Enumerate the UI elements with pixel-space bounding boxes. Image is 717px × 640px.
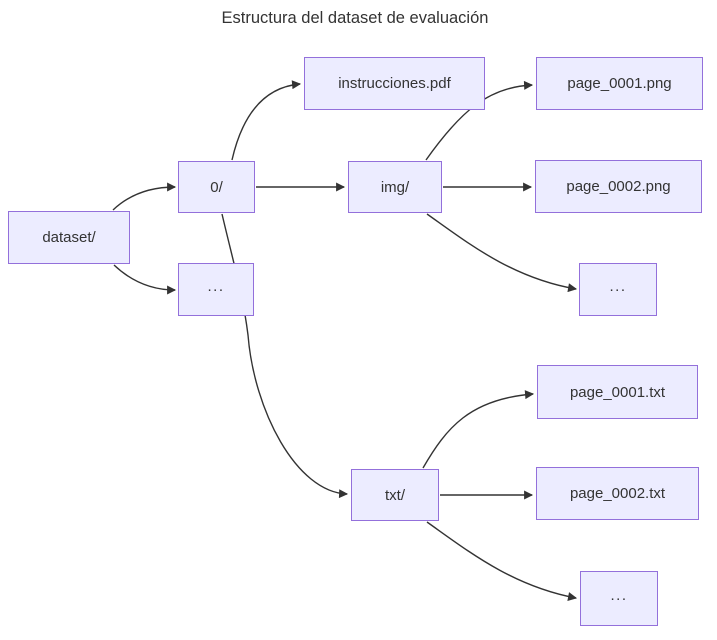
node-img: img/ [348, 161, 442, 213]
edge-0-to-instrucciones [231, 80, 302, 161]
node-txt-label: txt/ [384, 486, 405, 504]
node-page-0001-png-label: page_0001.png [567, 75, 672, 92]
node-page-0001-png: page_0001.png [536, 57, 703, 110]
node-dots-1-label: ... [207, 278, 225, 295]
node-dots-2: ... [579, 263, 657, 316]
node-instrucciones-pdf-label: instrucciones.pdf [338, 75, 451, 92]
node-page-0002-png-label: page_0002.png [566, 178, 671, 195]
edge-txt-to-txt1 [422, 390, 535, 469]
node-instrucciones-pdf: instrucciones.pdf [304, 57, 485, 110]
node-page-0002-png: page_0002.png [535, 160, 702, 213]
node-txt: txt/ [351, 469, 439, 521]
node-0-label: 0/ [210, 178, 223, 196]
node-page-0001-txt: page_0001.txt [537, 365, 698, 419]
node-page-0001-txt-label: page_0001.txt [569, 383, 666, 401]
edge-0-to-txt [221, 213, 349, 499]
node-dots-3: ... [580, 571, 658, 626]
edge-img-to-dots2 [426, 213, 578, 293]
edge-dataset-to-0 [112, 182, 177, 211]
node-dots-1: ... [178, 263, 254, 316]
node-dataset-label: dataset/ [42, 229, 96, 246]
node-page-0002-txt: page_0002.txt [536, 467, 699, 520]
node-dots-2-label: ... [609, 278, 627, 295]
edge-dataset-to-dots1 [113, 264, 177, 295]
node-dataset: dataset/ [8, 211, 130, 264]
edge-txt-to-dots3 [426, 521, 578, 601]
node-page-0002-txt-label: page_0002.txt [569, 485, 666, 502]
diagram-title: Estructura del dataset de evaluación [221, 9, 489, 27]
node-dots-3-label: ... [610, 587, 628, 604]
node-img-label: img/ [380, 178, 410, 196]
node-0: 0/ [178, 161, 255, 213]
